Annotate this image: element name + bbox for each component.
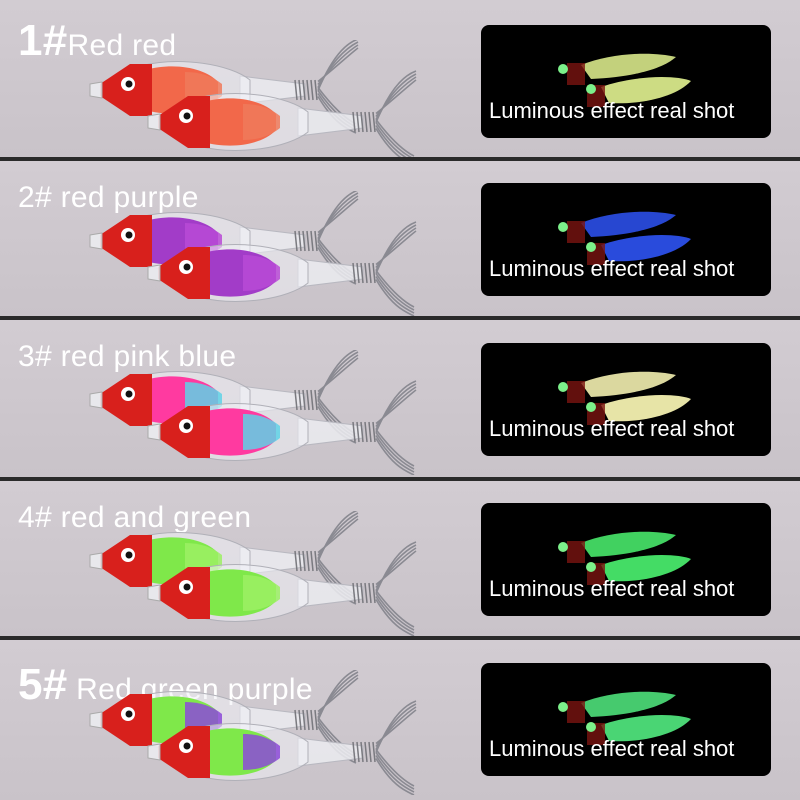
luminous-caption: Luminous effect real shot — [489, 416, 735, 441]
variant-row-1: 1#Red red Luminous effect real shot — [0, 0, 800, 157]
glow-lures — [558, 691, 691, 745]
glowing-lure — [558, 211, 691, 265]
glow-lures — [558, 371, 691, 425]
squid-jig-lure — [147, 70, 417, 157]
luminous-caption: Luminous effect real shot — [489, 256, 735, 281]
squid-jig-lure — [147, 541, 417, 636]
lure-pair-image — [89, 191, 417, 316]
squid-jig-lure — [147, 221, 417, 316]
luminous-effect-photo: Luminous effect real shot — [481, 663, 771, 776]
lure-pair-image — [89, 40, 417, 157]
variant-label: 3# red pink blue — [18, 340, 237, 373]
luminous-caption: Luminous effect real shot — [489, 98, 735, 123]
luminous-effect-photo: Luminous effect real shot — [481, 183, 771, 296]
luminous-caption: Luminous effect real shot — [489, 576, 735, 601]
variant-label: 1#Red red — [18, 16, 177, 65]
glow-lures — [558, 53, 691, 107]
lure-pair-image — [89, 511, 417, 636]
glowing-lure — [558, 691, 691, 745]
glow-lures — [558, 211, 691, 265]
squid-jig-lure — [147, 700, 417, 795]
lure-pair-image — [89, 670, 417, 795]
variant-row-4: 4# red and green Luminous effect real sh… — [0, 481, 800, 636]
lure-pair-image — [89, 350, 417, 475]
luminous-effect-photo: Luminous effect real shot — [481, 343, 771, 456]
luminous-caption: Luminous effect real shot — [489, 736, 735, 761]
luminous-effect-photo: Luminous effect real shot — [481, 503, 771, 616]
variant-row-2: 2# red purple Luminous effect real shot — [0, 161, 800, 316]
squid-jig-lure — [147, 380, 417, 475]
variant-label: 2# red purple — [18, 181, 199, 214]
glowing-lure — [558, 531, 691, 585]
luminous-effect-photo: Luminous effect real shot — [481, 25, 771, 138]
glowing-lure — [558, 53, 691, 107]
variant-label: 4# red and green — [18, 501, 252, 534]
glowing-lure — [558, 371, 691, 425]
glow-lures — [558, 531, 691, 585]
variant-row-5: 5# Red green purple Luminous effect real… — [0, 640, 800, 800]
variant-row-3: 3# red pink blue Luminous effect real sh… — [0, 320, 800, 477]
